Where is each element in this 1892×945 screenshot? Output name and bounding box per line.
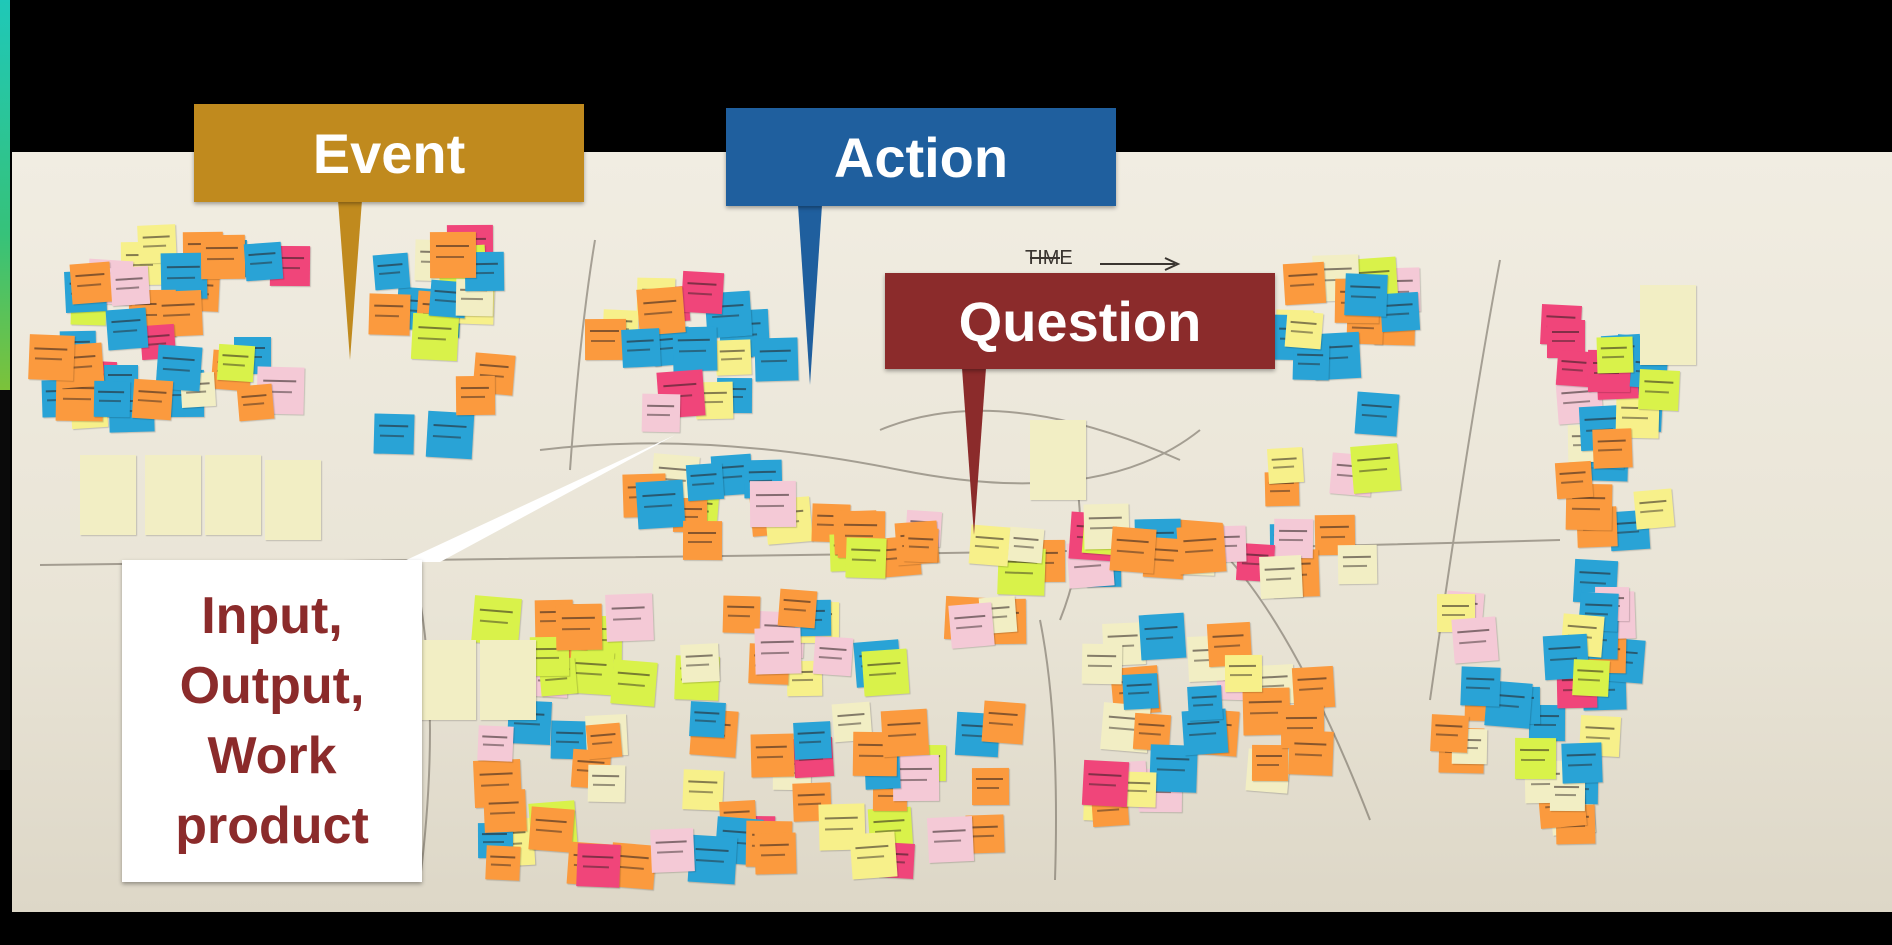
question-label: Question: [958, 289, 1202, 353]
input-line-3: Work: [207, 727, 337, 785]
sticky-note: [480, 640, 536, 720]
input-line-2: Output,: [179, 657, 365, 715]
sticky-note: [1640, 285, 1696, 365]
input-output-callout: Input, Output, Work product: [122, 560, 422, 882]
action-label: Action: [833, 125, 1009, 189]
question-callout: Question: [885, 273, 1275, 369]
accent-bar: [0, 0, 10, 390]
input-line-1: Input,: [201, 587, 343, 645]
event-label: Event: [312, 121, 466, 185]
time-label: TIME: [1025, 247, 1073, 269]
sticky-note: [145, 455, 201, 535]
input-line-4: product: [175, 797, 369, 855]
sticky-note: [1030, 420, 1086, 500]
event-callout: Event: [194, 104, 584, 202]
event-pointer: [338, 200, 362, 360]
sticky-note: [205, 455, 261, 535]
action-pointer: [798, 205, 822, 385]
sticky-note: [80, 455, 136, 535]
question-pointer: [962, 368, 986, 535]
sticky-note: [265, 460, 321, 540]
sticky-note: [420, 640, 476, 720]
action-callout: Action: [726, 108, 1116, 206]
input-pointer: [402, 435, 675, 562]
accent-bar-dark: [0, 390, 10, 770]
